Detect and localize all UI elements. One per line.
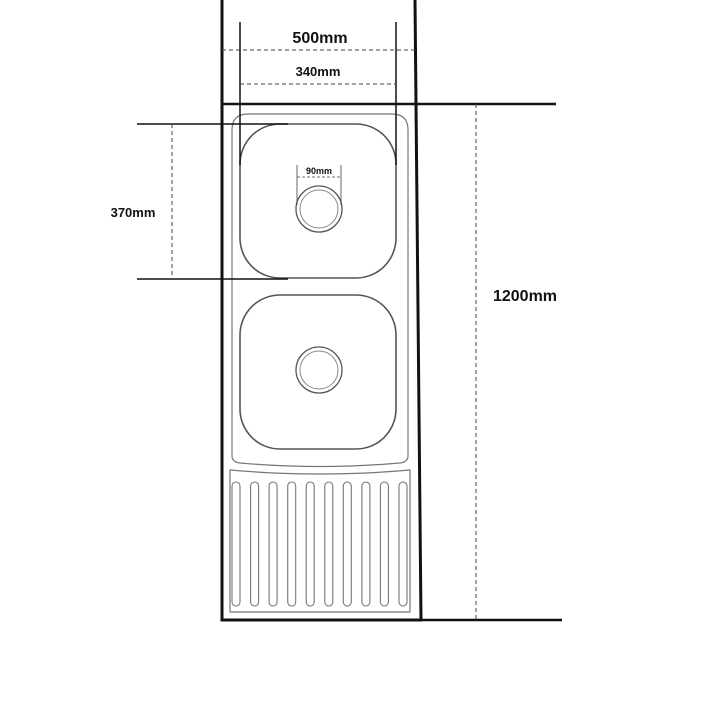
drainer-groove <box>231 481 241 607</box>
dim-bowl-depth-label: 370mm <box>111 205 156 220</box>
drainer-groove <box>342 481 352 607</box>
drainer-groove <box>250 481 260 607</box>
upper-drain-inner <box>299 189 339 229</box>
dim-drain-diameter-label: 90mm <box>306 166 332 176</box>
drainer-groove <box>305 481 315 607</box>
dim-bowl-width-label: 340mm <box>296 64 341 79</box>
sink-outline <box>220 0 423 622</box>
drainer-rim <box>229 469 411 613</box>
dim-overall-length-label: 1200mm <box>493 288 557 305</box>
upper-drain-outer <box>295 185 343 233</box>
upper-bowl <box>239 123 397 279</box>
drainer-groove <box>287 481 297 607</box>
lower-drain-inner <box>299 350 339 390</box>
lower-bowl <box>239 294 397 450</box>
lower-drain-outer <box>295 346 343 394</box>
sink-inner-rim <box>231 113 409 468</box>
dim-overall-width-label: 500mm <box>292 30 347 47</box>
drainer-groove <box>379 481 389 607</box>
drainer-groove <box>361 481 371 607</box>
drainer-groove <box>398 481 408 607</box>
drainer-groove <box>324 481 334 607</box>
drainer-groove <box>268 481 278 607</box>
drainer-grooves <box>231 481 408 607</box>
